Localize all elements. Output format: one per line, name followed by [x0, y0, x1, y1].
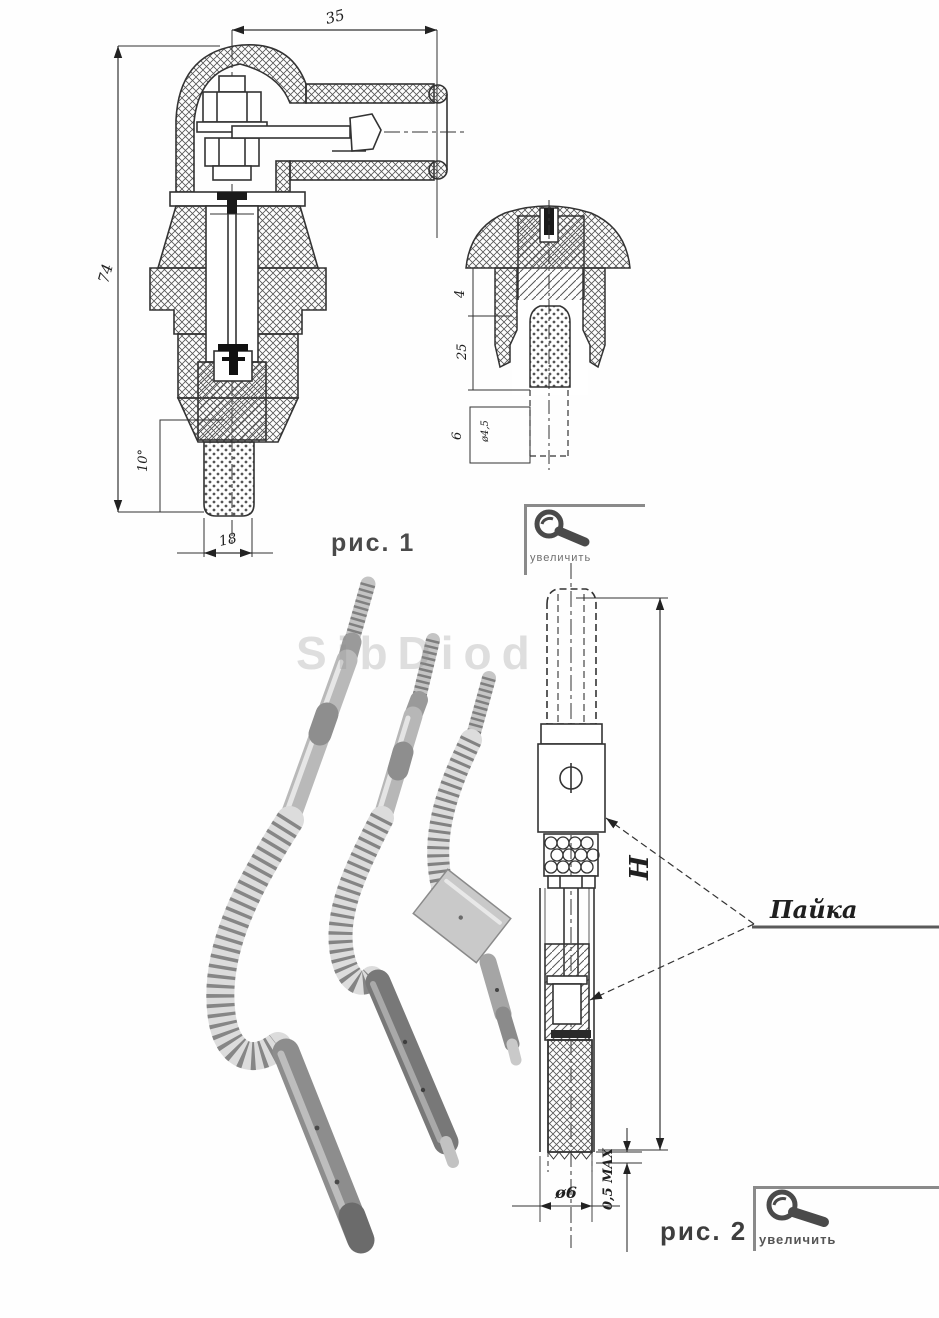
fig1-dim-angle: 10°: [136, 449, 151, 472]
cap-dim-upper: 4: [453, 290, 468, 299]
figure2-caption: рис. 2: [660, 1216, 748, 1246]
fig1-dim-left-height: 74: [94, 262, 116, 285]
zoom-link-label: увеличить: [759, 1232, 837, 1247]
cap-dim-lower: 6: [450, 432, 465, 440]
fig1-dim-bottom-width: 18: [218, 531, 239, 550]
zoom-link-bottom[interactable]: увеличить: [753, 1186, 939, 1251]
fig2-dim-diameter: ø6: [554, 1183, 577, 1202]
fig1-drawing: 35 74 10° 18: [94, 6, 466, 558]
solder-callout-label: Пайка: [769, 895, 857, 924]
figure1-caption: рис. 1: [331, 529, 416, 557]
cap-dim-middle: 25: [455, 343, 470, 361]
parts-photo: [206, 576, 522, 1254]
magnifier-icon: [766, 1189, 829, 1227]
fig2-cap-drawing: 4 25 6 ø4,5: [450, 200, 631, 470]
watermark: SibDiod: [296, 627, 540, 679]
zoom-link-label: увеличить: [530, 552, 592, 564]
magnifier-icon: [534, 509, 590, 547]
fig2-drawing: Н 0,5 MAX ø6 Пайка: [512, 563, 939, 1252]
fig2-dim-protrusion: 0,5 MAX: [601, 1147, 616, 1210]
cap-dim-inner-diameter: ø4,5: [480, 420, 491, 443]
fig1-dim-top-width: 35: [324, 6, 347, 28]
fig2-dim-height: Н: [625, 854, 655, 881]
zoom-link-top[interactable]: увеличить: [524, 504, 645, 575]
